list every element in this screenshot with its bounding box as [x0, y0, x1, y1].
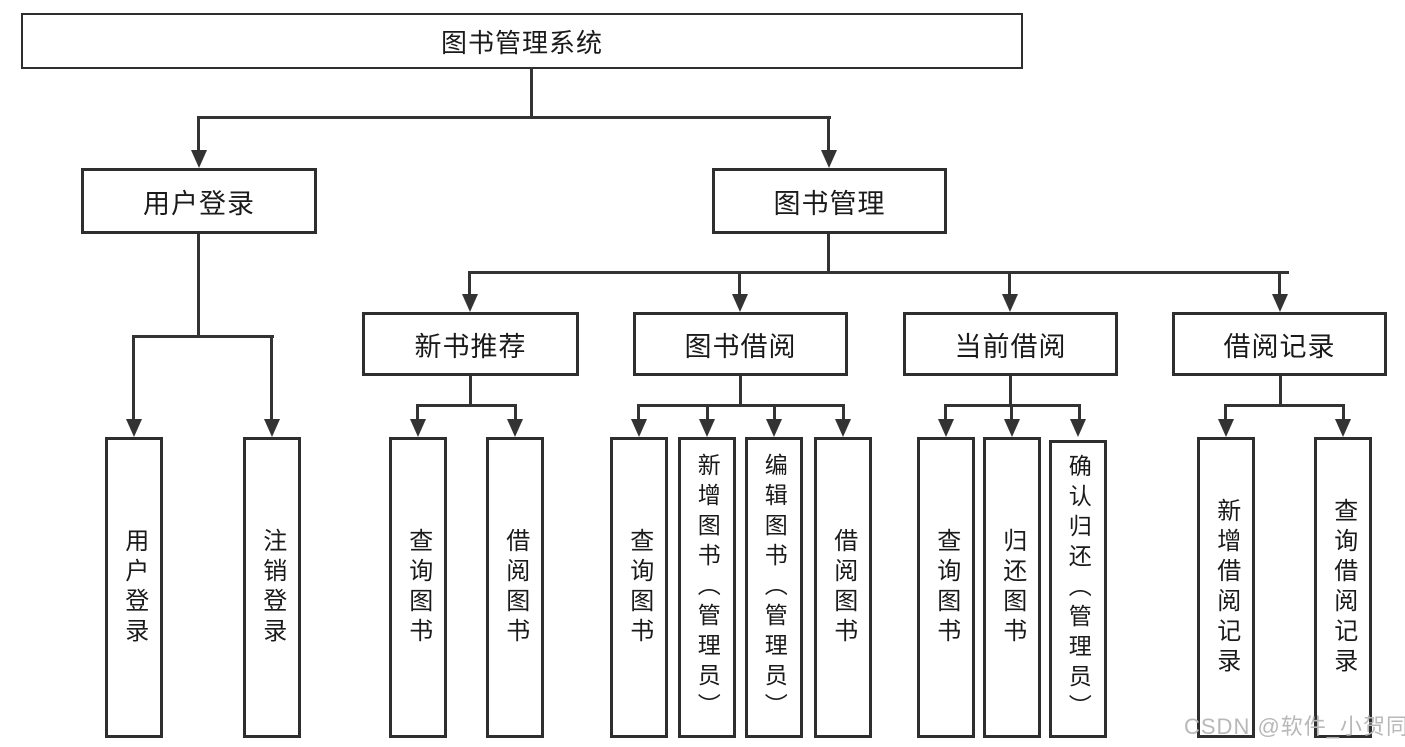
edge-level3-rail — [468, 271, 1289, 274]
leaf-bb-edit-book-admin: 编辑图书（管理员） — [745, 437, 803, 738]
node-user-login: 用户登录 — [81, 168, 317, 234]
edge-drop-leaf — [1224, 404, 1227, 421]
leaf-bb-add-book-admin: 新增图书（管理员） — [678, 437, 736, 738]
edge-drop-book-management — [827, 116, 830, 152]
edge-cb-stem — [1009, 376, 1012, 407]
leaf-user-login: 用户登录 — [105, 437, 163, 738]
edge-drop-leaf — [637, 404, 640, 421]
edge-drop-leaf — [773, 404, 776, 421]
arrow-down-icon — [766, 419, 782, 437]
arrow-down-icon — [191, 150, 207, 168]
edge-drop-leaf — [944, 404, 947, 421]
leaf-br-query-record: 查询借阅记录 — [1314, 437, 1372, 738]
arrow-down-icon — [699, 419, 715, 437]
arrow-down-icon — [1335, 419, 1351, 437]
leaf-bb-borrow-book: 借阅图书 — [814, 437, 872, 738]
edge-br-stem — [1279, 376, 1282, 407]
edge-nbr-stem — [469, 376, 472, 407]
edge-bb-stem — [739, 376, 742, 407]
edge-drop-leaf — [706, 404, 709, 421]
edge-drop-borrow-records — [1278, 271, 1281, 296]
edge-drop-logout — [270, 335, 273, 421]
leaf-br-add-record: 新增借阅记录 — [1197, 437, 1255, 738]
edge-book-management-stem — [827, 234, 830, 274]
edge-drop-leaf — [1078, 404, 1081, 421]
edge-user-login-rail — [132, 335, 274, 338]
node-borrow-records: 借阅记录 — [1172, 312, 1387, 376]
leaf-bb-query-book: 查询图书 — [610, 437, 668, 738]
arrow-down-icon — [462, 294, 478, 312]
edge-root-stem — [530, 67, 533, 119]
edge-drop-user-login — [197, 116, 200, 152]
arrow-down-icon — [821, 150, 837, 168]
arrow-down-icon — [835, 419, 851, 437]
arrow-down-icon — [1004, 419, 1020, 437]
arrow-down-icon — [126, 419, 142, 437]
edge-bb-rail — [637, 404, 845, 407]
node-book-borrow: 图书借阅 — [633, 312, 848, 376]
node-book-management: 图书管理 — [712, 168, 947, 234]
edge-nbr-rail — [416, 404, 517, 407]
leaf-cb-confirm-return-admin: 确认归还（管理员） — [1049, 440, 1107, 738]
arrow-down-icon — [1272, 294, 1288, 312]
edge-drop-leaf — [1010, 404, 1013, 421]
edge-drop-book-borrow — [738, 271, 741, 296]
arrow-down-icon — [264, 419, 280, 437]
arrow-down-icon — [1002, 294, 1018, 312]
edge-user-login-stem — [197, 234, 200, 338]
edge-level2-rail — [197, 116, 831, 119]
csdn-watermark: CSDN @软件_小贺同学 — [1184, 714, 1405, 739]
edge-drop-leaf — [514, 404, 517, 421]
arrow-down-icon — [410, 419, 426, 437]
arrow-down-icon — [1218, 419, 1234, 437]
leaf-cb-return-book: 归还图书 — [983, 437, 1041, 738]
node-current-borrow: 当前借阅 — [903, 312, 1118, 376]
node-root: 图书管理系统 — [21, 13, 1023, 69]
arrow-down-icon — [507, 419, 523, 437]
edge-drop-new-book-recommend — [468, 271, 471, 296]
leaf-nbr-borrow-book: 借阅图书 — [486, 437, 544, 738]
edge-drop-leaf — [1342, 404, 1345, 421]
edge-drop-leaf — [416, 404, 419, 421]
arrow-down-icon — [732, 294, 748, 312]
edge-drop-current-borrow — [1008, 271, 1011, 296]
arrow-down-icon — [631, 419, 647, 437]
edge-drop-leaf — [842, 404, 845, 421]
leaf-logout-login: 注销登录 — [243, 437, 301, 738]
leaf-nbr-query-book: 查询图书 — [389, 437, 447, 738]
leaf-cb-query-book: 查询图书 — [917, 437, 975, 738]
arrow-down-icon — [938, 419, 954, 437]
arrow-down-icon — [1070, 419, 1086, 437]
edge-br-rail — [1224, 404, 1345, 407]
node-new-book-recommend: 新书推荐 — [362, 312, 579, 376]
edge-drop-login — [132, 335, 135, 421]
